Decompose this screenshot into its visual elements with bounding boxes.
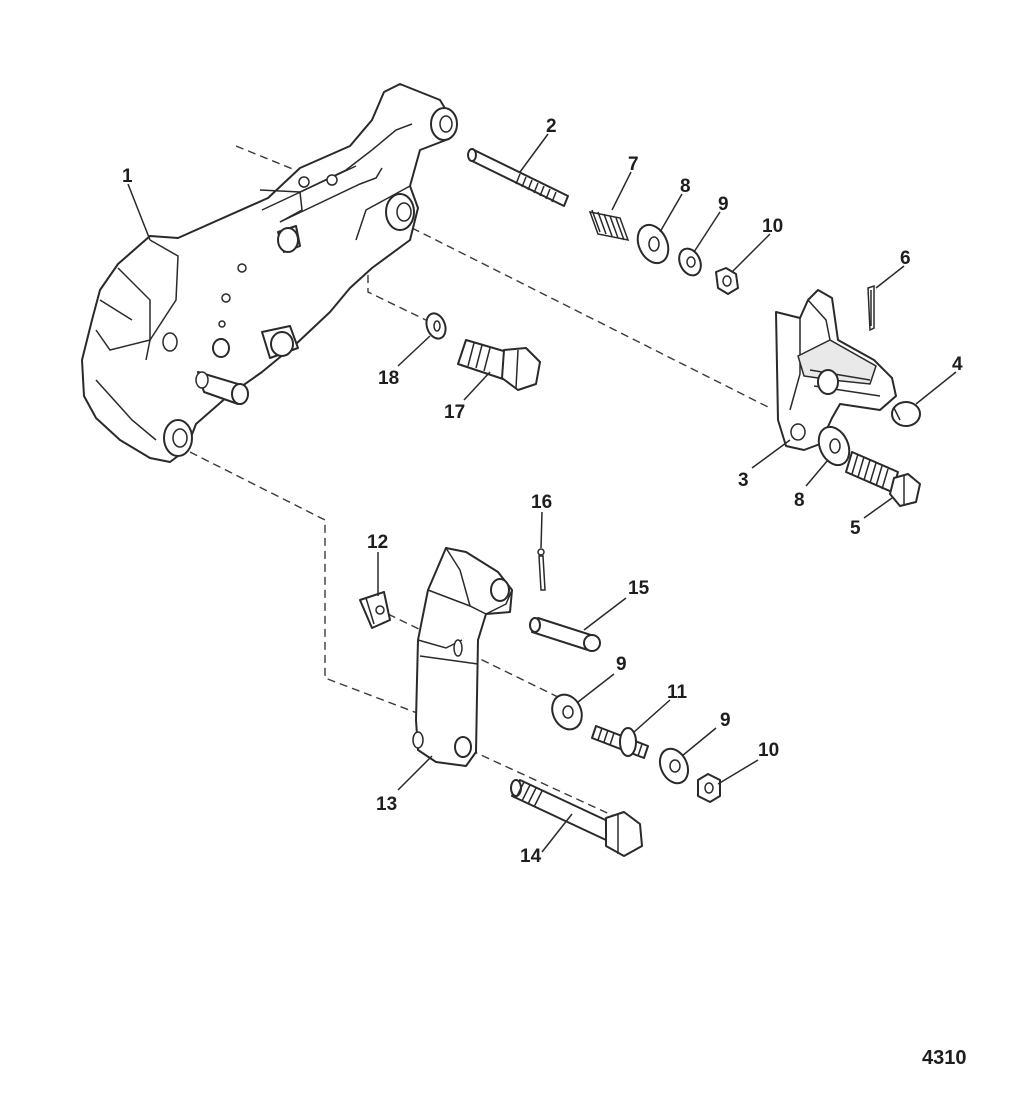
callout-16: 16 [531,492,552,513]
callout-13: 13 [376,794,397,815]
main-bracket [81,83,458,463]
lock-washer-18 [425,312,447,340]
link-arm-13 [412,547,513,767]
callout-9-middle: 9 [616,654,627,675]
callout-7: 7 [628,154,639,175]
callout-2: 2 [546,116,557,137]
callout-1: 1 [122,166,133,187]
pin-2 [467,148,569,207]
callout-5: 5 [850,518,861,539]
callout-4: 4 [952,354,963,375]
callout-9-upper: 9 [718,194,729,215]
nut-10-lower [697,773,721,803]
stud-11 [591,725,649,759]
callout-17: 17 [444,402,465,423]
callout-10-lower: 10 [758,740,779,761]
callout-labels: 1 2 7 8 9 10 6 4 3 8 5 18 17 16 12 15 9 … [122,116,963,867]
cotter-pin-6 [867,284,875,332]
cotter-pin-16 [537,548,546,591]
cap-4 [891,401,921,427]
callout-12: 12 [367,532,388,553]
callout-8-lower: 8 [794,490,805,511]
callout-3: 3 [738,470,749,491]
washer-8-lower [817,425,851,467]
bolt-14 [510,779,643,857]
nut-10-upper [715,267,739,295]
pin-15 [529,617,601,652]
clip-12 [359,591,391,629]
spring-7 [588,209,630,241]
lever-3 [775,289,897,451]
callout-14: 14 [520,846,542,867]
figure-number: 4310 [922,1047,967,1069]
callout-18: 18 [378,368,399,389]
callout-15: 15 [628,578,650,599]
shoulder-bolt-17 [457,339,541,391]
callout-11: 11 [667,682,688,703]
washer-9-upper [678,247,702,277]
callout-9-lower: 9 [720,710,731,731]
leader-lines [127,133,957,853]
callout-10-upper: 10 [762,216,783,237]
washer-9-middle [551,693,583,731]
washer-9-lower [658,747,690,785]
callout-6: 6 [900,248,911,269]
washer-8-upper [636,223,670,265]
bolt-5 [845,451,921,507]
callout-8-upper: 8 [680,176,691,197]
